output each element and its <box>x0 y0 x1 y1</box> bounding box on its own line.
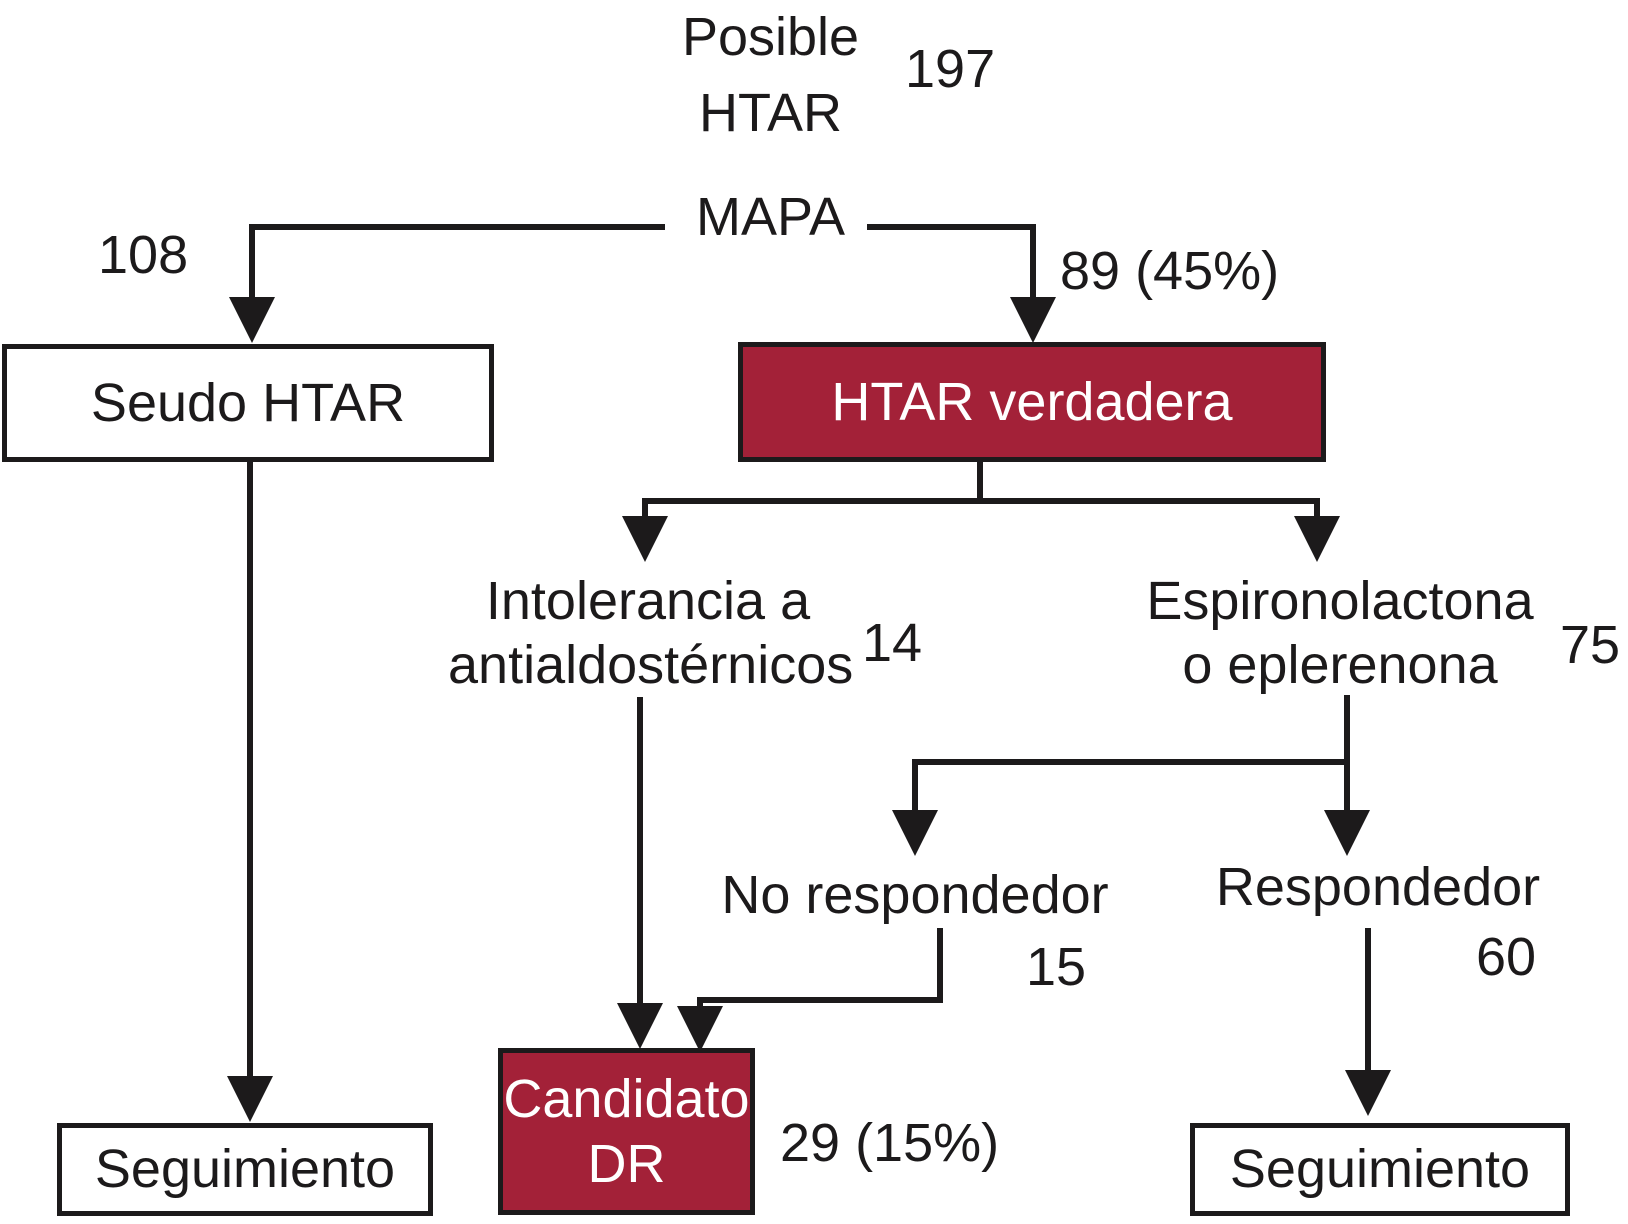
connector-seudo-seguimiento <box>247 462 253 1078</box>
arrowhead-candidato-left <box>617 1003 663 1049</box>
arrowhead-no-respondedor <box>892 810 938 856</box>
box-seguimiento-left-label: Seguimiento <box>94 1139 396 1200</box>
connector-intolerancia-candidato <box>637 697 643 1005</box>
count-no-respondedor: 15 <box>1026 937 1087 997</box>
connector-no-respondedor-across <box>697 997 943 1003</box>
connector-no-respondedor-drop <box>697 997 703 1009</box>
count-respondedor: 60 <box>1476 927 1537 987</box>
connector-respondedor-seguimiento <box>1365 928 1371 1072</box>
connector-mapa-right <box>867 224 1036 230</box>
connector-espironolactona-split <box>912 759 1350 765</box>
count-candidato-dr: 29 (15%) <box>780 1113 1000 1173</box>
node-mapa: MAPA <box>695 187 846 247</box>
box-seudo-htar: Seudo HTAR <box>2 344 494 462</box>
connector-mapa-right-drop <box>1030 224 1036 300</box>
connector-mapa-left-drop <box>249 224 255 300</box>
connector-split-left-leg <box>642 498 648 518</box>
box-seguimiento-right-label: Seguimiento <box>1229 1139 1531 1200</box>
arrowhead-espironolactona <box>1294 516 1340 562</box>
box-seguimiento-left: Seguimiento <box>57 1123 433 1216</box>
box-seguimiento-right: Seguimiento <box>1190 1123 1570 1216</box>
connector-htar-verdadera-split <box>642 498 1320 504</box>
arrowhead-intolerancia <box>622 516 668 562</box>
connector-espironolactona-stub <box>1344 695 1350 765</box>
node-respondedor: Respondedor <box>1215 857 1541 917</box>
arrowhead-seguimiento-right <box>1345 1070 1391 1116</box>
node-intolerancia: Intolerancia a antialdostérnicos <box>448 571 854 695</box>
box-candidato-dr: Candidato DR <box>498 1048 755 1215</box>
connector-mapa-left <box>252 224 665 230</box>
box-candidato-dr-label: Candidato DR <box>503 1068 750 1194</box>
connector-split2-right-leg <box>1344 765 1350 812</box>
connector-no-respondedor-stub <box>937 928 943 1002</box>
count-seudo-htar: 108 <box>98 225 189 285</box>
connector-split2-left-leg <box>912 759 918 812</box>
count-posible-htar: 197 <box>905 39 996 99</box>
box-htar-verdadera: HTAR verdadera <box>738 342 1326 462</box>
connector-htar-verdadera-stub <box>977 462 983 504</box>
node-posible-htar: Posible HTAR <box>681 7 860 143</box>
count-htar-verdadera: 89 (45%) <box>1060 241 1280 301</box>
arrowhead-seudo-htar <box>229 297 275 343</box>
arrowhead-respondedor <box>1324 810 1370 856</box>
node-espironolactona: Espironolactona o eplerenona <box>1146 571 1534 695</box>
arrowhead-seguimiento-left <box>227 1076 273 1122</box>
count-espironolactona: 75 <box>1560 615 1621 675</box>
arrowhead-htar-verdadera <box>1010 297 1056 343</box>
count-intolerancia: 14 <box>862 613 923 673</box>
box-htar-verdadera-label: HTAR verdadera <box>831 371 1233 432</box>
node-no-respondedor: No respondedor <box>721 865 1109 925</box>
arrowhead-candidato-right <box>677 1006 723 1052</box>
connector-split-right-leg <box>1314 498 1320 518</box>
box-seudo-htar-label: Seudo HTAR <box>90 372 406 433</box>
